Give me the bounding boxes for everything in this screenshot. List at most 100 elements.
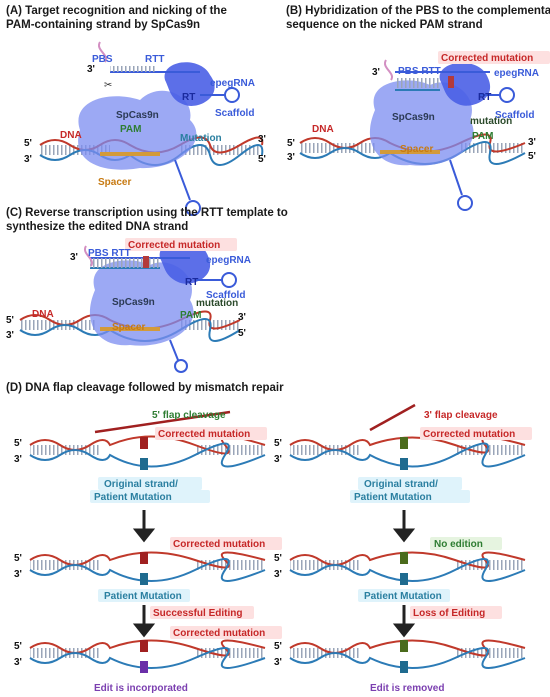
panel-b-title-line2: sequence on the nicked PAM strand <box>286 19 483 31</box>
panel-c-title-line2: synthesize the edited DNA strand <box>6 221 188 233</box>
panel-a-cas9-protein <box>78 90 197 170</box>
panel-d-left-end-5-row3: 5' <box>14 641 22 652</box>
panel-d-left-label-corrected-mutation-2: Corrected mutation <box>173 539 265 550</box>
panel-d-right-column: 3' flap cleavage Corrected mutation 5' 3… <box>274 403 532 694</box>
panel-c-end-3-pbs: 3' <box>70 252 78 263</box>
panel-b-label-epegrna: epegRNA <box>494 68 539 79</box>
panel-a-scaffold-loop <box>224 87 240 103</box>
panel-b-title-line1: (B) Hybridization of the PBS to the comp… <box>286 5 550 17</box>
panel-a: (A) Target recognition and nicking of th… <box>6 5 266 216</box>
panel-d-left-label-5-flap: 5' flap cleavage <box>152 410 226 421</box>
panel-a-label-spcas9n: SpCas9n <box>116 110 159 121</box>
panel-b-label-spacer: Spacer <box>400 144 433 155</box>
panel-d-left-arrow-1 <box>132 510 156 543</box>
panel-b-label-pbs-rtt: PBS RTT <box>398 66 441 77</box>
panel-d-right-label-loss-of-editing: Loss of Editing <box>413 608 485 619</box>
panel-d-right-label-corrected-mutation: Corrected mutation <box>423 429 515 440</box>
panel-d-left-arrow-2 <box>132 605 156 638</box>
panel-c-label-corrected-mutation: Corrected mutation <box>128 240 220 251</box>
panel-b-label-mutation: mutation <box>470 116 512 127</box>
panel-c-label-pbs-rtt: PBS RTT <box>88 248 131 259</box>
panel-c-pbs-icon <box>83 245 94 267</box>
panel-b-end-3-right: 3' <box>528 137 536 148</box>
panel-c-label-pam: PAM <box>180 310 201 321</box>
panel-d-left-end-3-row1: 3' <box>14 454 22 465</box>
panel-b-pbs-icon <box>383 59 394 81</box>
panel-a-label-pbs: PBS <box>92 54 113 65</box>
panel-d-left-label-successful-editing: Successful Editing <box>153 608 242 619</box>
svg-text:✂: ✂ <box>104 80 112 91</box>
panel-d-left-row1-dna <box>29 410 266 470</box>
panel-a-pbs-icon <box>97 41 108 63</box>
panel-d-left-end-5-row1: 5' <box>14 438 22 449</box>
panel-d-right-end-5-row2: 5' <box>274 553 282 564</box>
panel-a-label-pam: PAM <box>120 124 141 135</box>
panel-c-label-dna: DNA <box>32 309 54 320</box>
panel-d-right-label-patient-mutation-1: Patient Mutation <box>354 492 432 503</box>
panel-b-cas9-protein <box>369 80 474 166</box>
panel-d-right-label-patient-mutation-2: Patient Mutation <box>364 591 442 602</box>
panel-d-left-label-edit-incorporated: Edit is incorporated <box>94 683 188 694</box>
panel-d-left-end-3-row3: 3' <box>14 657 22 668</box>
panel-c-mutation-marker <box>143 256 149 268</box>
panel-b-scaffold-loop <box>499 87 515 103</box>
panel-b-mutation-marker <box>448 76 454 88</box>
panel-c-title-line1: (C) Reverse transcription using the RTT … <box>6 207 288 219</box>
panel-d-right-row2-dna <box>289 551 526 585</box>
panel-d-right-row1-dna <box>289 403 526 470</box>
panel-d-right-end-3-row1: 3' <box>274 454 282 465</box>
panel-a-end-5-top: 5' <box>24 138 32 149</box>
panel-c-end-3-right: 3' <box>238 312 246 323</box>
panel-a-label-rt: RT <box>182 92 195 103</box>
panel-d-right-end-5-row3: 5' <box>274 641 282 652</box>
panel-d-left-label-patient-mutation-2: Patient Mutation <box>104 591 182 602</box>
panel-d-right-label-edit-removed: Edit is removed <box>370 683 444 694</box>
panel-b-label-spcas9n: SpCas9n <box>392 112 435 123</box>
panel-a-end-3-bottom: 3' <box>24 154 32 165</box>
panel-c-label-rt: RT <box>185 277 198 288</box>
panel-a-end-5-right: 5' <box>258 154 266 165</box>
panel-c-label-spacer: Spacer <box>112 322 145 333</box>
panel-b-end-5-top: 5' <box>287 138 295 149</box>
panel-b-end-3-pbs: 3' <box>372 67 380 78</box>
panel-a-label-scaffold: Scaffold <box>215 108 254 119</box>
panel-d-right-label-3-flap: 3' flap cleavage <box>424 410 498 421</box>
panel-b: (B) Hybridization of the PBS to the comp… <box>286 5 550 211</box>
panel-b-rt-domain <box>439 62 491 106</box>
panel-d-right-label-no-edition: No edition <box>434 539 483 550</box>
panel-d-right-end-3-row2: 3' <box>274 569 282 580</box>
panel-b-label-rt: RT <box>478 92 491 103</box>
panel-c-label-scaffold: Scaffold <box>206 290 245 301</box>
panel-d-title: (D) DNA flap cleavage followed by mismat… <box>6 382 284 394</box>
panel-d-left-label-corrected-mutation-3: Corrected mutation <box>173 628 265 639</box>
panel-b-end-3-bottom: 3' <box>287 152 295 163</box>
panel-a-end-3-pbs: 3' <box>87 64 95 75</box>
panel-b-label-scaffold: Scaffold <box>495 110 534 121</box>
panel-d-left-row3-dna <box>29 639 266 673</box>
panel-c-end-5-right: 5' <box>238 328 246 339</box>
panel-a-title-line2: PAM-containing strand by SpCas9n <box>6 19 200 31</box>
panel-c-cas9-protein <box>89 260 194 346</box>
panel-a-label-epegrna: epegRNA <box>210 78 255 89</box>
panel-d-left-end-5-row2: 5' <box>14 553 22 564</box>
panel-c-label-spcas9n: SpCas9n <box>112 297 155 308</box>
panel-d-right-arrow-1 <box>392 510 416 543</box>
panel-d-right-arrow-2 <box>392 605 416 638</box>
panel-d-right-row3-dna <box>289 639 526 673</box>
panel-d-left-end-3-row2: 3' <box>14 569 22 580</box>
panel-d: (D) DNA flap cleavage followed by mismat… <box>6 382 532 694</box>
panel-a-title-line1: (A) Target recognition and nicking of th… <box>6 5 227 17</box>
panel-c-rt-domain <box>159 240 211 284</box>
panel-c-label-epegrna: epegRNA <box>206 255 251 266</box>
panel-d-left-row2-dna <box>29 551 266 585</box>
panel-c-label-mutation: mutation <box>196 298 238 309</box>
panel-a-label-dna: DNA <box>60 130 82 141</box>
panel-d-left-label-original-strand: Original strand/ <box>104 479 178 490</box>
panel-c: (C) Reverse transcription using the RTT … <box>6 207 288 373</box>
panel-d-right-end-5-row1: 5' <box>274 438 282 449</box>
panel-b-label-dna: DNA <box>312 124 334 135</box>
panel-a-label-spacer: Spacer <box>98 177 131 188</box>
panel-d-left-label-patient-mutation-1: Patient Mutation <box>94 492 172 503</box>
